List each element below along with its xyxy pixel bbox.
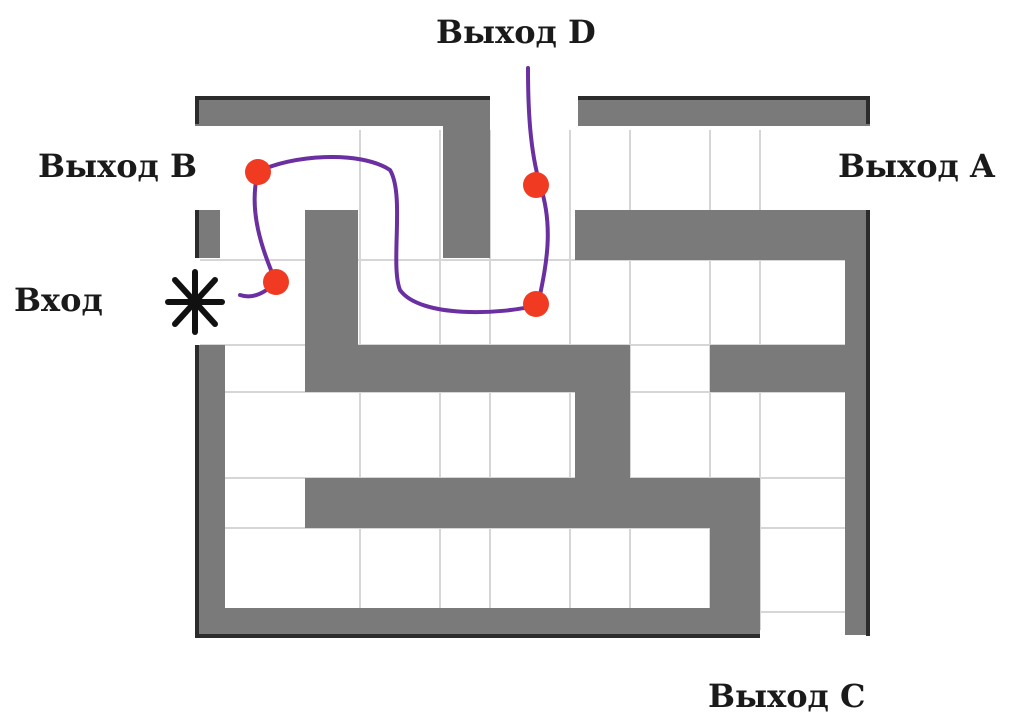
wall [443, 98, 490, 258]
wall [195, 608, 760, 638]
wall [578, 98, 870, 126]
wall [195, 345, 225, 635]
exit-d-label: Выход D [436, 13, 596, 51]
waypoint-dot [523, 291, 549, 317]
maze-walls [195, 98, 870, 638]
exit-c-label: Выход C [708, 677, 866, 715]
wall [195, 210, 220, 258]
exit-a-label: Выход A [838, 147, 995, 185]
wall [710, 345, 867, 392]
waypoint-dot [263, 269, 289, 295]
asterisk-icon [165, 269, 225, 335]
entry-label: Вход [14, 281, 103, 319]
maze-border [195, 96, 870, 638]
wall [195, 98, 490, 126]
waypoint-dot [523, 172, 549, 198]
wall [845, 210, 870, 635]
wall [710, 478, 760, 623]
wall [305, 478, 760, 528]
waypoint-dot [245, 159, 271, 185]
wall [575, 210, 867, 260]
wall [575, 345, 630, 478]
solution-path [238, 66, 550, 315]
exit-b-label: Выход B [38, 147, 198, 185]
waypoints [245, 159, 549, 317]
